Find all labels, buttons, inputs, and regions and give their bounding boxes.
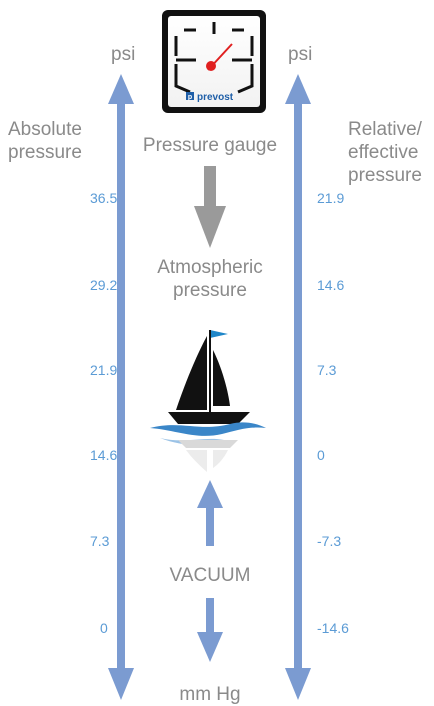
gauge-down-arrow	[194, 166, 226, 248]
right-unit-label: psi	[288, 44, 313, 65]
gauge-brand-text: prevost	[197, 92, 234, 103]
mm-hg-label: mm Hg	[179, 684, 241, 705]
vacuum-up-arrow	[197, 480, 223, 546]
absolute-pressure-label: Absolute pressure	[8, 119, 82, 163]
right-tick-label: 21.9	[317, 190, 345, 206]
left-tick-label: 29.2	[90, 277, 118, 293]
left-tick-label: 7.3	[90, 533, 110, 549]
pressure-gauge-label: Pressure gauge	[142, 135, 278, 156]
left-tick-label: 36.5	[90, 190, 118, 206]
left-scale-arrow	[108, 74, 134, 700]
left-tick-label: 21.9	[90, 362, 118, 378]
pressure-gauge-icon: p prevost	[162, 10, 266, 113]
right-tick-label: -7.3	[317, 533, 342, 549]
right-tick-label: 0	[317, 447, 325, 463]
vacuum-down-arrow	[197, 598, 223, 662]
vacuum-label: VACUUM	[169, 565, 251, 586]
left-tick-label: 14.6	[90, 447, 118, 463]
left-unit-label: psi	[111, 44, 136, 65]
sailboat-icon	[150, 330, 266, 472]
svg-text:p: p	[188, 94, 192, 101]
relative-pressure-label: Relative/ effective pressure	[348, 119, 422, 186]
right-tick-label: -14.6	[317, 620, 349, 636]
atmospheric-pressure-label: Atmospheric pressure	[157, 257, 263, 301]
left-tick-label: 0	[100, 620, 108, 636]
right-tick-label: 7.3	[317, 362, 337, 378]
right-scale-arrow	[285, 74, 311, 700]
right-tick-label: 14.6	[317, 277, 345, 293]
